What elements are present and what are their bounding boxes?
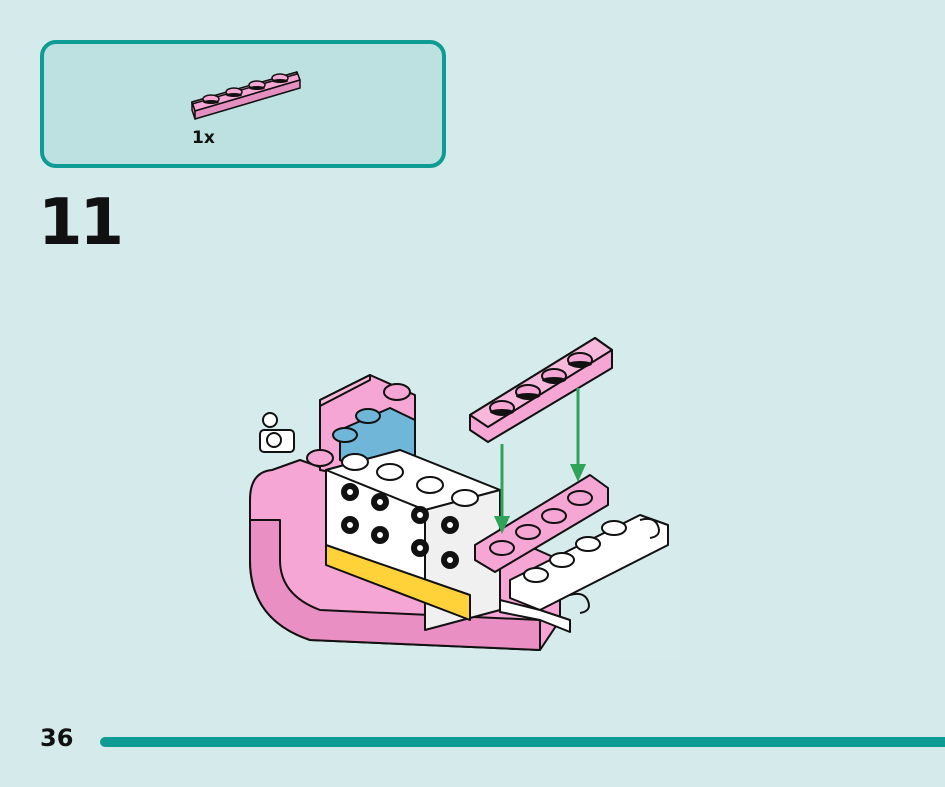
progress-bar	[100, 737, 945, 747]
rear-clip-left	[259, 412, 295, 453]
assembly-illustration	[240, 320, 680, 660]
plate-1x4-icon	[191, 71, 301, 120]
parts-callout: 1x	[40, 40, 446, 168]
placement-arrows	[494, 388, 586, 534]
part-quantity: 1x	[192, 128, 215, 148]
step-number: 11	[38, 186, 124, 260]
page-number: 36	[40, 724, 74, 752]
